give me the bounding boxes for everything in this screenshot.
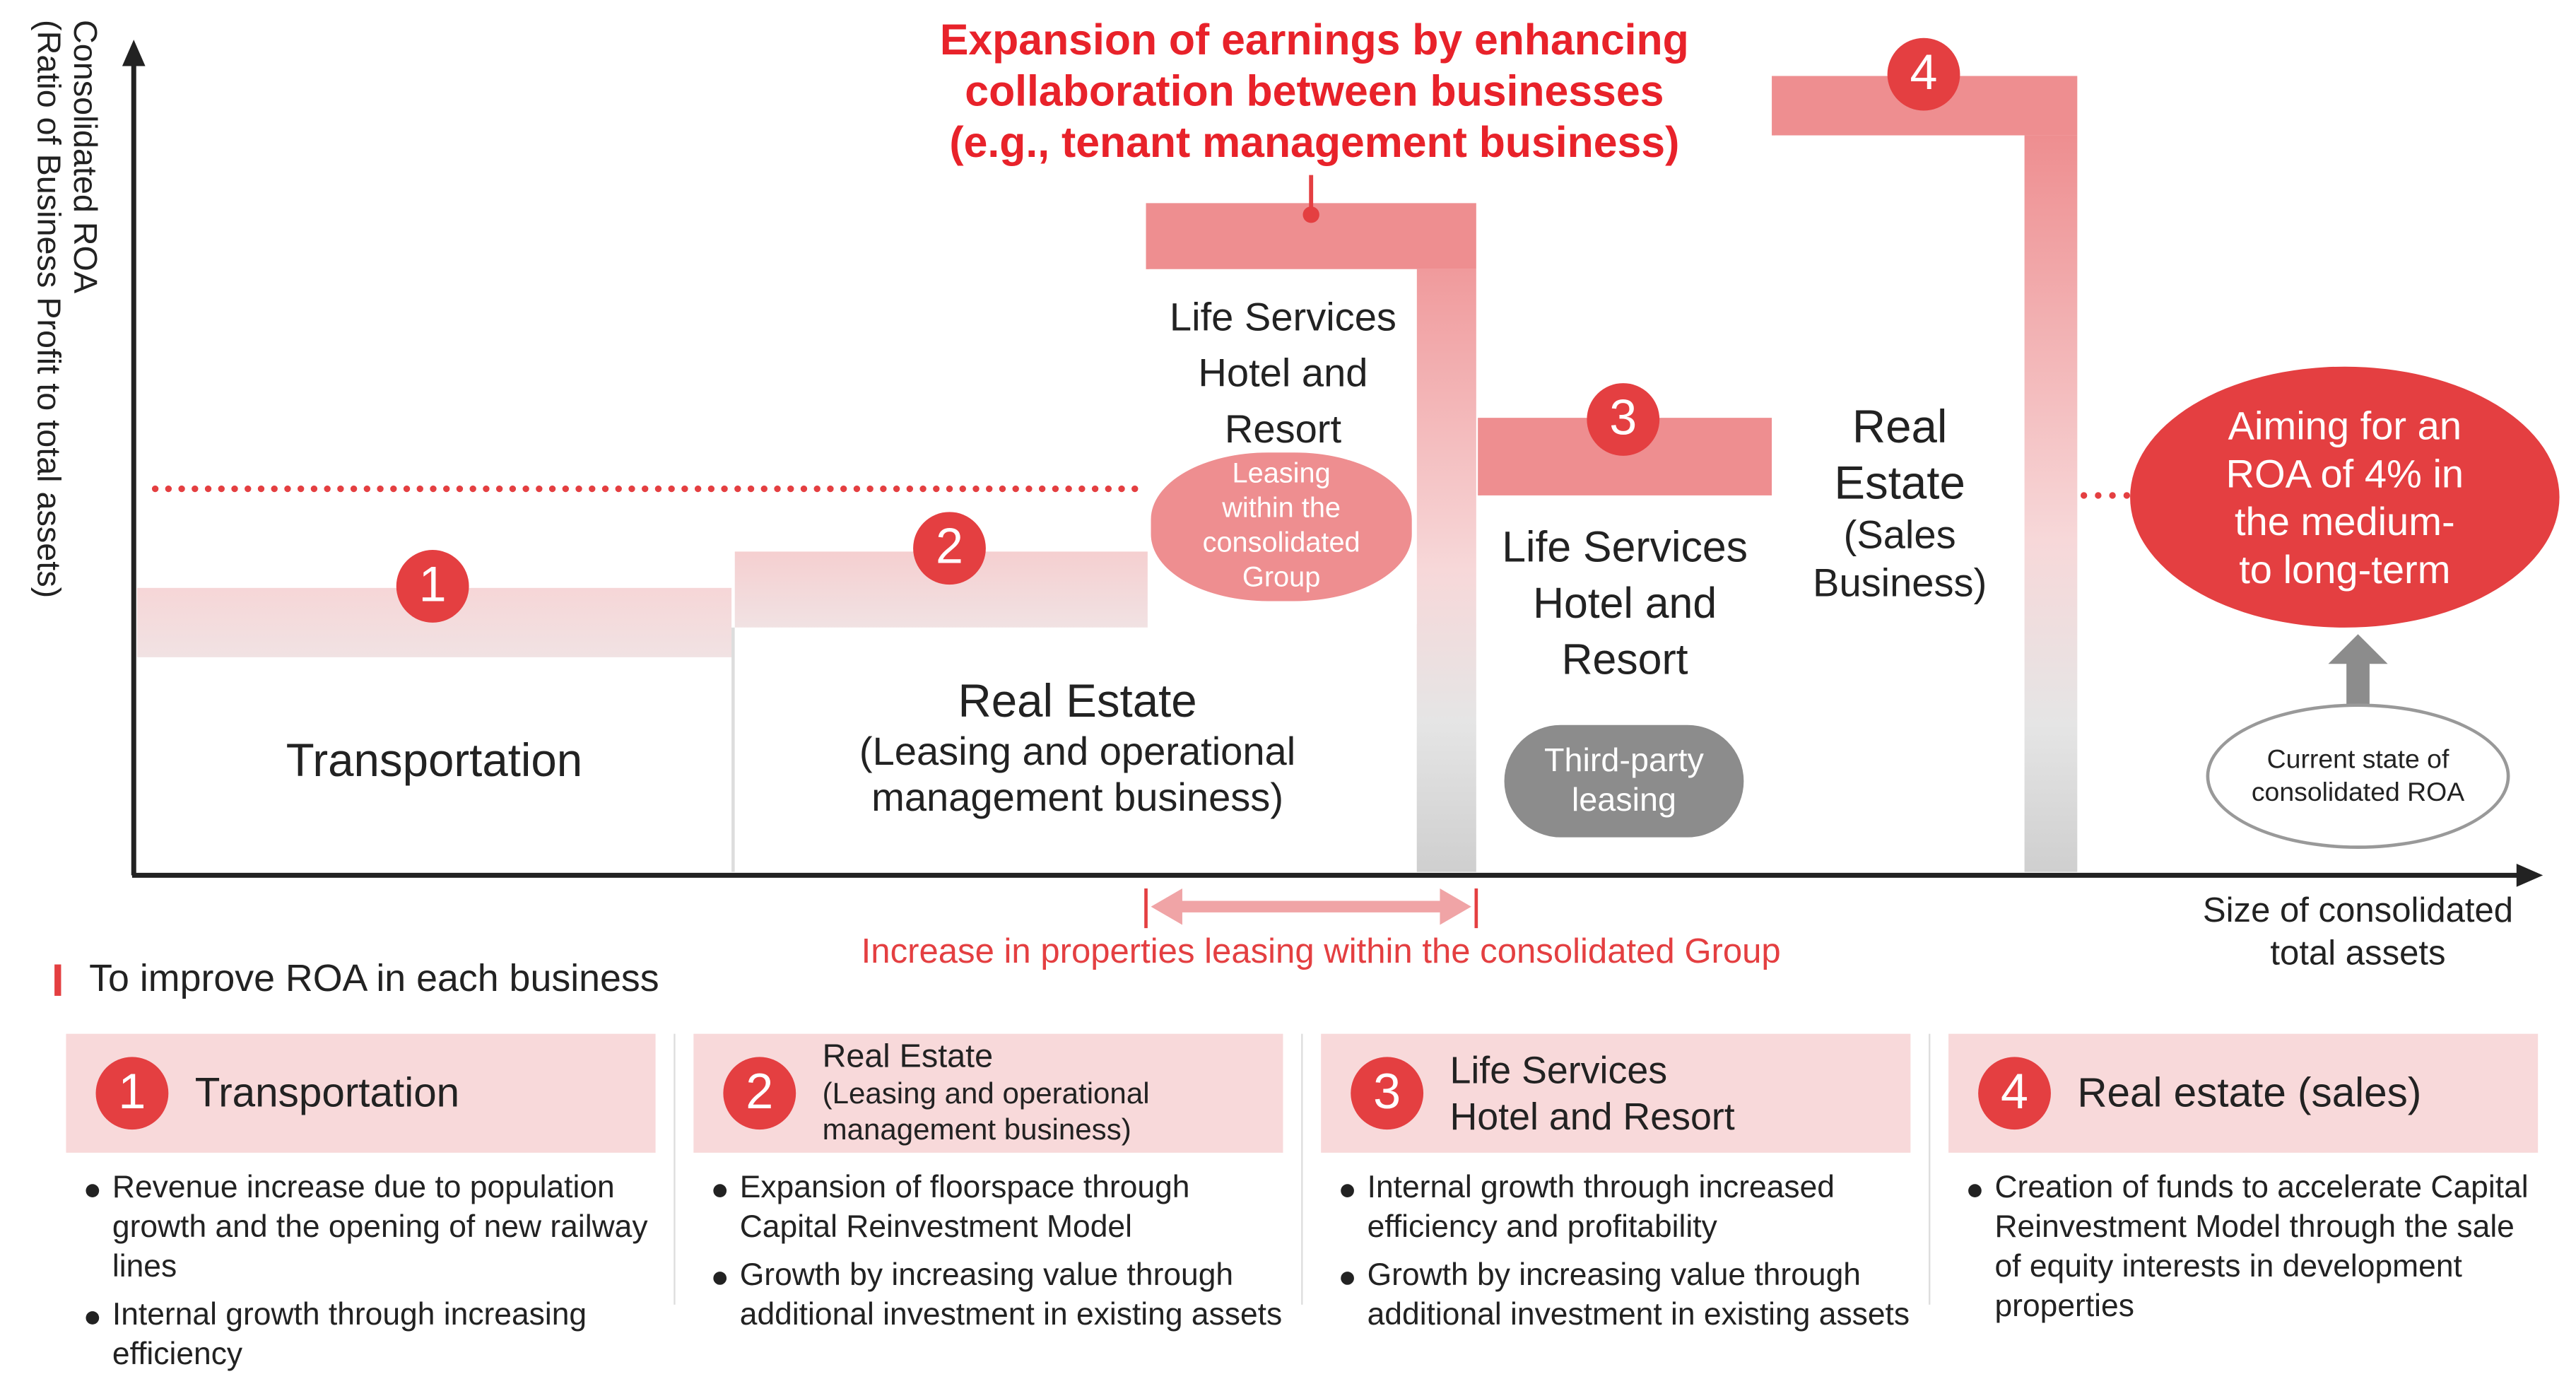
internal-leasing-pill: Leasing within the consolidated Group: [1151, 452, 1412, 601]
card-title-line: management business): [822, 1113, 1131, 1146]
real-estate-label: Real Estate (Leasing and operational man…: [735, 674, 1421, 822]
bullet-item: Revenue increase due to population growt…: [79, 1169, 655, 1288]
number-badge-3: 3: [1587, 383, 1660, 456]
card-divider: [674, 1033, 676, 1305]
bullet-item: Internal growth through increased effici…: [1334, 1169, 1910, 1248]
pill-line: within the: [1222, 492, 1341, 524]
arrow-caption: Increase in properties leasing within th…: [861, 933, 1781, 971]
card-header: 2 Real Estate (Leasing and operational m…: [693, 1033, 1283, 1153]
current-line: Current state of: [2266, 746, 2449, 775]
callout-line: Expansion of earnings by enhancing: [939, 15, 1689, 65]
number-badge-3: 3: [1351, 1057, 1424, 1130]
section-marker: [54, 964, 61, 996]
card-title-line: Hotel and Resort: [1449, 1095, 1735, 1138]
up-arrow-icon: [2328, 634, 2388, 708]
card-header: 3 Life Services Hotel and Resort: [1321, 1033, 1911, 1153]
target-line: to long-term: [2239, 548, 2451, 593]
label-line: Estate: [1834, 457, 1965, 509]
double-arrow-right-icon: [1440, 888, 1471, 925]
real-estate-sales-block: [1775, 135, 2025, 872]
bullet-item: Expansion of floorspace through Capital …: [707, 1169, 1283, 1248]
bullet-item: Creation of funds to accelerate Capital …: [1962, 1169, 2538, 1327]
pill-line: leasing: [1571, 782, 1676, 819]
transportation-label: Transportation: [286, 734, 583, 787]
bullet-item: Growth by increasing value through addit…: [1334, 1257, 1910, 1336]
collaboration-callout: Expansion of earnings by enhancing colla…: [902, 15, 1727, 168]
third-party-leasing-pill: Third-party leasing: [1504, 724, 1744, 838]
card-divider: [1301, 1033, 1303, 1305]
real-estate-sub2: management business): [871, 776, 1284, 821]
transportation-block: [136, 657, 732, 872]
target-roa-dotted-line-right: [2080, 492, 2131, 499]
number-badge-1: 1: [396, 550, 469, 623]
life-services-third-label: Life Services Hotel and Resort: [1478, 519, 1772, 687]
pill-line: Third-party: [1543, 743, 1704, 780]
label-line: Hotel and: [1198, 351, 1368, 397]
life-services-gradient-column: [1416, 269, 1476, 872]
number-badge-2: 2: [723, 1057, 796, 1130]
number-badge-4: 4: [1978, 1057, 2051, 1130]
card-title-line: (Leasing and operational: [822, 1076, 1150, 1110]
life-services-internal-label: Life Services Hotel and Resort: [1149, 290, 1417, 459]
card-transportation: 1 Transportation Revenue increase due to…: [66, 1033, 656, 1384]
real-estate-sales-gradient-column: [2024, 135, 2078, 872]
number-badge-4: 4: [1887, 37, 1960, 111]
x-axis-arrow-icon: [2516, 863, 2543, 887]
number-badge-1: 1: [95, 1057, 169, 1130]
card-real-estate-sales: 4 Real estate (sales) Creation of funds …: [1948, 1033, 2539, 1337]
pill-line: consolidated: [1202, 527, 1360, 558]
target-line: ROA of 4% in: [2225, 452, 2464, 498]
section-title: To improve ROA in each business: [89, 956, 659, 999]
label-line: Resort: [1561, 634, 1688, 684]
card-title-line: Real estate (sales): [2077, 1070, 2422, 1117]
bullet-item: Growth by increasing value through addit…: [707, 1257, 1283, 1336]
block-divider: [731, 627, 735, 872]
card-title-line: Transportation: [194, 1070, 460, 1117]
real-estate-block: [734, 627, 1417, 872]
card-header: 1 Transportation: [66, 1033, 656, 1153]
card-title: Real estate (sales): [2077, 1034, 2421, 1153]
bullet-item: Internal growth through increasing effic…: [79, 1296, 655, 1375]
card-title: Transportation: [195, 1034, 459, 1153]
double-arrow-left-icon: [1151, 888, 1182, 925]
card-life-services: 3 Life Services Hotel and Resort Interna…: [1321, 1033, 1911, 1344]
pill-line: Leasing: [1232, 457, 1331, 489]
current-roa-ellipse: Current state of consolidated ROA: [2206, 703, 2510, 849]
label-line: (Sales: [1843, 513, 1956, 558]
target-line: the medium-: [2234, 500, 2455, 546]
card-real-estate: 2 Real Estate (Leasing and operational m…: [693, 1033, 1283, 1344]
callout-line: (e.g., tenant management business): [949, 117, 1680, 167]
label-line: Life Services: [1502, 522, 1748, 572]
label-line: Life Services: [1169, 295, 1396, 341]
real-estate-sub1: (Leasing and operational: [859, 729, 1296, 775]
target-line: Aiming for an: [2228, 404, 2462, 450]
card-header: 4 Real estate (sales): [1948, 1033, 2539, 1153]
card-title-line: Real Estate: [822, 1038, 994, 1076]
card-title-line: Life Services: [1449, 1048, 1668, 1092]
y-axis-arrow-icon: [122, 40, 146, 66]
target-roa-ellipse: Aiming for an ROA of 4% in the medium- t…: [2130, 366, 2560, 628]
current-line: consolidated ROA: [2251, 779, 2465, 808]
label-line: Hotel and: [1533, 577, 1717, 628]
card-title: Life Services Hotel and Resort: [1449, 1034, 1734, 1153]
target-roa-dotted-line: [151, 485, 1140, 493]
label-line: Real: [1852, 401, 1948, 453]
number-badge-2: 2: [913, 512, 986, 585]
x-axis-title-line: Size of consolidated: [2202, 891, 2514, 930]
card-title: Real Estate (Leasing and operational man…: [823, 1034, 1150, 1153]
card-divider: [1929, 1033, 1931, 1305]
label-line: Business): [1813, 561, 1987, 606]
label-line: Resort: [1224, 408, 1342, 453]
pill-line: Group: [1242, 561, 1321, 593]
callout-dot: [1302, 206, 1319, 223]
x-axis-title: Size of consolidated total assets: [2146, 890, 2569, 975]
real-estate-sales-label: Real Estate (Sales Business): [1775, 399, 2025, 607]
x-axis-title-line: total assets: [2270, 934, 2446, 973]
callout-line: collaboration between businesses: [965, 66, 1664, 116]
real-estate-title: Real Estate: [958, 675, 1197, 727]
